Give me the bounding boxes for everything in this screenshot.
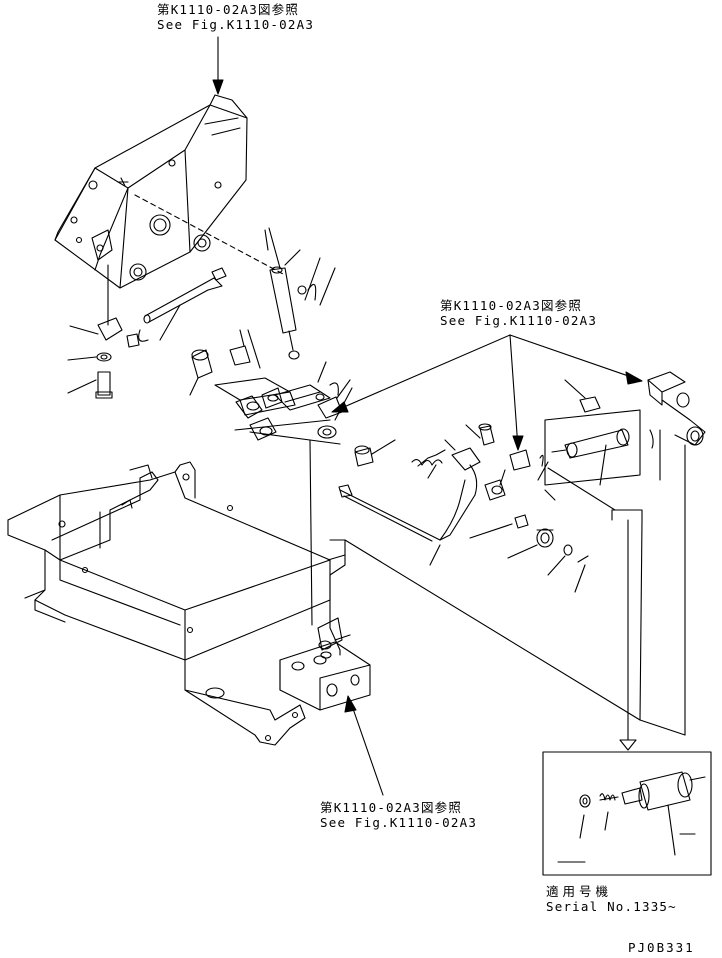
serial-en: Serial No.1335~	[546, 899, 677, 914]
middle-reference-label: 第K1110-02A3図参照 See Fig.K1110-02A3	[440, 298, 597, 328]
upper-bracket-assembly	[54, 94, 286, 289]
drawing-code: PJ0B331	[628, 940, 695, 955]
left-fastener-group	[67, 264, 123, 399]
gas-spring-part	[264, 227, 336, 360]
base-frame-assembly	[7, 439, 643, 746]
rod-part	[126, 267, 227, 348]
middle-reference-arrows	[331, 334, 643, 451]
middle-reference-jp: 第K1110-02A3図参照	[440, 298, 583, 313]
bottom-reference-en: See Fig.K1110-02A3	[320, 815, 478, 830]
bottom-reference-arrow	[344, 695, 384, 796]
serial-jp: 適用号機	[546, 884, 613, 899]
top-reference-label: 第K1110-02A3図参照 See Fig.K1110-02A3	[157, 2, 314, 32]
right-linkage-assembly	[338, 371, 706, 751]
serial-label: 適用号機 Serial No.1335~	[546, 884, 677, 914]
bottom-reference-label: 第K1110-02A3図参照 See Fig.K1110-02A3	[320, 800, 477, 830]
top-reference-en: See Fig.K1110-02A3	[157, 17, 315, 32]
middle-reference-en: See Fig.K1110-02A3	[440, 313, 598, 328]
top-reference-jp: 第K1110-02A3図参照	[157, 2, 300, 17]
bottom-reference-jp: 第K1110-02A3図参照	[320, 800, 463, 815]
serial-inset-box	[542, 751, 712, 876]
top-reference-arrow	[212, 36, 224, 95]
